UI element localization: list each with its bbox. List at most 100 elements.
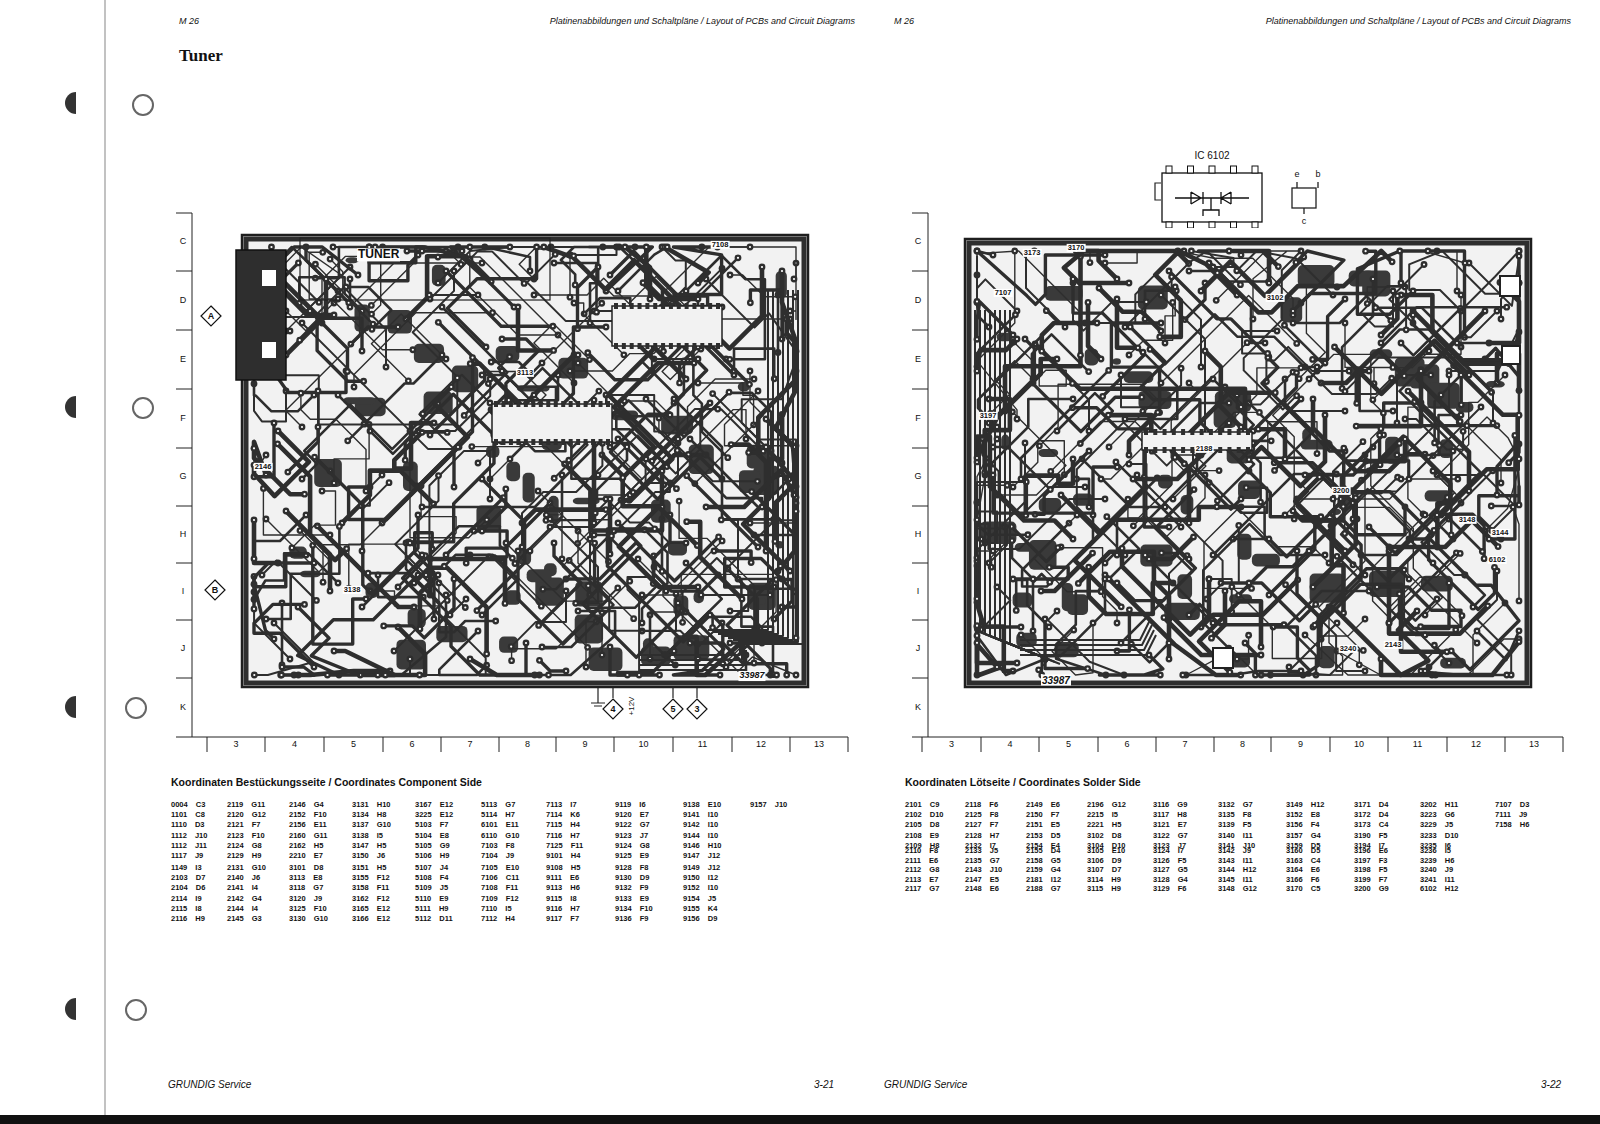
drill-hole <box>300 392 302 394</box>
drill-hole <box>666 246 668 248</box>
drill-hole <box>297 262 299 264</box>
drill-hole <box>1348 370 1350 372</box>
drill-hole <box>765 446 767 448</box>
drill-hole <box>313 394 315 396</box>
drill-hole <box>445 554 447 556</box>
drill-hole <box>593 399 595 401</box>
drill-hole <box>1273 469 1275 471</box>
drill-hole <box>265 518 267 520</box>
drill-hole <box>1216 500 1218 502</box>
drill-hole <box>553 262 555 264</box>
drill-hole <box>433 618 435 620</box>
drill-hole <box>457 446 459 448</box>
copper-area <box>1113 358 1121 365</box>
drill-hole <box>677 602 679 604</box>
copper-area <box>1067 594 1088 615</box>
drill-hole <box>332 246 334 248</box>
drill-hole <box>617 522 619 524</box>
drill-hole <box>601 654 603 656</box>
drill-hole <box>577 362 579 364</box>
drill-hole <box>749 302 751 304</box>
drill-hole <box>1129 326 1131 328</box>
drill-hole <box>388 482 390 484</box>
drill-hole <box>437 256 439 258</box>
drill-hole <box>535 246 537 248</box>
drill-hole <box>1104 498 1106 500</box>
drill-hole <box>749 522 751 524</box>
drill-hole <box>775 674 777 676</box>
drill-hole <box>1428 350 1430 352</box>
drill-hole <box>1244 642 1246 644</box>
drill-hole <box>322 251 324 253</box>
drill-hole <box>329 590 331 592</box>
drill-hole <box>775 579 777 581</box>
drill-hole <box>577 354 579 356</box>
drill-hole <box>713 550 715 552</box>
drill-hole <box>794 296 796 298</box>
drill-hole <box>669 414 671 416</box>
drill-hole <box>553 477 555 479</box>
drill-hole <box>301 478 303 480</box>
drill-hole <box>697 282 699 284</box>
drill-hole <box>453 486 455 488</box>
drill-hole <box>976 250 978 252</box>
drill-hole <box>727 457 729 459</box>
copper-area <box>523 473 535 503</box>
drill-hole <box>1455 629 1457 631</box>
drill-hole <box>749 246 751 248</box>
drill-hole <box>1430 374 1432 376</box>
drill-hole <box>542 588 544 590</box>
drill-hole <box>561 558 563 560</box>
drill-hole <box>273 638 275 640</box>
drill-hole <box>1315 603 1317 605</box>
drill-hole <box>725 666 727 668</box>
drill-hole <box>253 558 255 560</box>
drill-hole <box>565 590 567 592</box>
drill-hole <box>561 474 563 476</box>
drill-hole <box>552 325 554 327</box>
drill-hole <box>299 530 301 532</box>
drill-hole <box>1188 270 1190 272</box>
drill-hole <box>654 528 656 530</box>
drill-hole <box>685 542 687 544</box>
drill-hole <box>565 670 567 672</box>
drill-hole <box>481 530 483 532</box>
drill-hole <box>525 642 527 644</box>
copper-area <box>1045 286 1083 301</box>
drill-hole <box>383 625 385 627</box>
drill-hole <box>624 246 626 248</box>
drill-hole <box>361 550 363 552</box>
drill-hole <box>686 521 688 523</box>
drill-hole <box>750 561 752 563</box>
drill-hole <box>756 480 758 482</box>
drill-hole <box>471 446 473 448</box>
drill-hole <box>477 462 479 464</box>
drill-hole <box>529 550 531 552</box>
drill-hole <box>322 581 324 583</box>
drill-hole <box>253 674 255 676</box>
drill-hole <box>481 478 483 480</box>
drill-hole <box>795 674 797 676</box>
drill-hole <box>446 599 448 601</box>
drill-hole <box>633 618 635 620</box>
drill-hole <box>545 514 547 516</box>
drill-hole <box>729 610 731 612</box>
drill-hole <box>617 587 619 589</box>
drill-hole <box>509 246 511 248</box>
drill-hole <box>481 262 483 264</box>
drill-hole <box>587 585 589 587</box>
drill-hole <box>321 490 323 492</box>
drill-hole <box>737 257 739 259</box>
drill-hole <box>443 565 445 567</box>
drill-hole <box>508 399 510 401</box>
drill-hole <box>609 274 611 276</box>
drill-hole <box>1487 605 1489 607</box>
drill-hole <box>751 490 753 492</box>
drill-hole <box>365 490 367 492</box>
drill-hole <box>464 606 466 608</box>
drill-hole <box>538 659 540 661</box>
drill-hole <box>511 557 513 559</box>
drill-hole <box>261 574 263 576</box>
drill-hole <box>277 430 279 432</box>
drill-hole <box>549 526 551 528</box>
